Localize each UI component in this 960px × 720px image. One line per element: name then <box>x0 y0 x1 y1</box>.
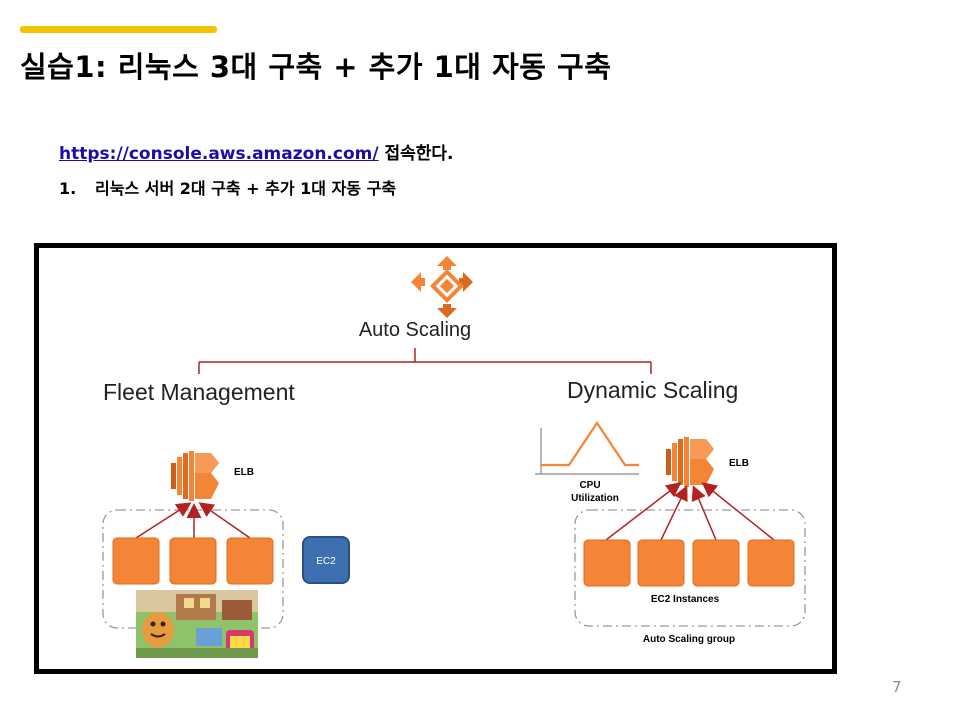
auto-scaling-group-frame <box>574 509 806 627</box>
cpu-label-line2: Utilization <box>571 493 619 504</box>
root-label: Auto Scaling <box>359 319 471 341</box>
left-arrows <box>135 502 251 539</box>
cpu-label-line1: CPU <box>579 480 600 491</box>
step-number: 1. <box>59 179 77 198</box>
page-number: 7 <box>892 678 902 696</box>
left-elb-label: ELB <box>234 467 254 478</box>
right-instance-3 <box>692 539 740 587</box>
instruction-line: https://console.aws.amazon.com/ 접속한다. <box>59 139 454 164</box>
title-accent-bar <box>20 26 217 33</box>
slide-title: 실습1: 리눅스 3대 구축 + 추가 1대 자동 구축 <box>20 50 612 84</box>
right-arrows <box>605 482 775 541</box>
right-elb-icon <box>666 437 714 487</box>
game-thumbnail-image <box>136 590 258 658</box>
right-instance-4 <box>747 539 795 587</box>
auto-scaling-group-label: Auto Scaling group <box>643 634 735 645</box>
step-line: 1. 리눅스 서버 2대 구축 + 추가 1대 자동 구축 <box>59 175 396 199</box>
ec2-added-label: EC2 <box>316 556 336 567</box>
auto-scaling-icon <box>411 256 473 318</box>
cpu-utilization-line <box>541 421 639 467</box>
game-thumbnail-art <box>136 590 258 658</box>
left-instance-3 <box>226 537 274 585</box>
right-elb-label: ELB <box>729 458 749 469</box>
ec2-added-box <box>302 536 350 584</box>
fleet-management-heading: Fleet Management <box>103 379 295 405</box>
right-instance-1 <box>583 539 631 587</box>
hierarchy-connector <box>198 348 652 374</box>
auto-scaling-diagram: Auto Scaling Fleet Management Dynamic Sc… <box>34 243 837 674</box>
dynamic-scaling-heading: Dynamic Scaling <box>567 377 738 403</box>
left-instance-2 <box>169 537 217 585</box>
diagram-canvas: Auto Scaling Fleet Management Dynamic Sc… <box>102 256 806 645</box>
left-instance-1 <box>112 537 160 585</box>
right-instance-2 <box>637 539 685 587</box>
ec2-instances-label: EC2 Instances <box>651 594 720 605</box>
instruction-suffix: 접속한다. <box>378 144 454 164</box>
left-elb-icon <box>171 451 219 501</box>
step-text: 리눅스 서버 2대 구축 + 추가 1대 자동 구축 <box>95 179 397 198</box>
cpu-utilization-chart <box>535 428 639 475</box>
aws-console-link[interactable]: https://console.aws.amazon.com/ <box>59 144 379 164</box>
